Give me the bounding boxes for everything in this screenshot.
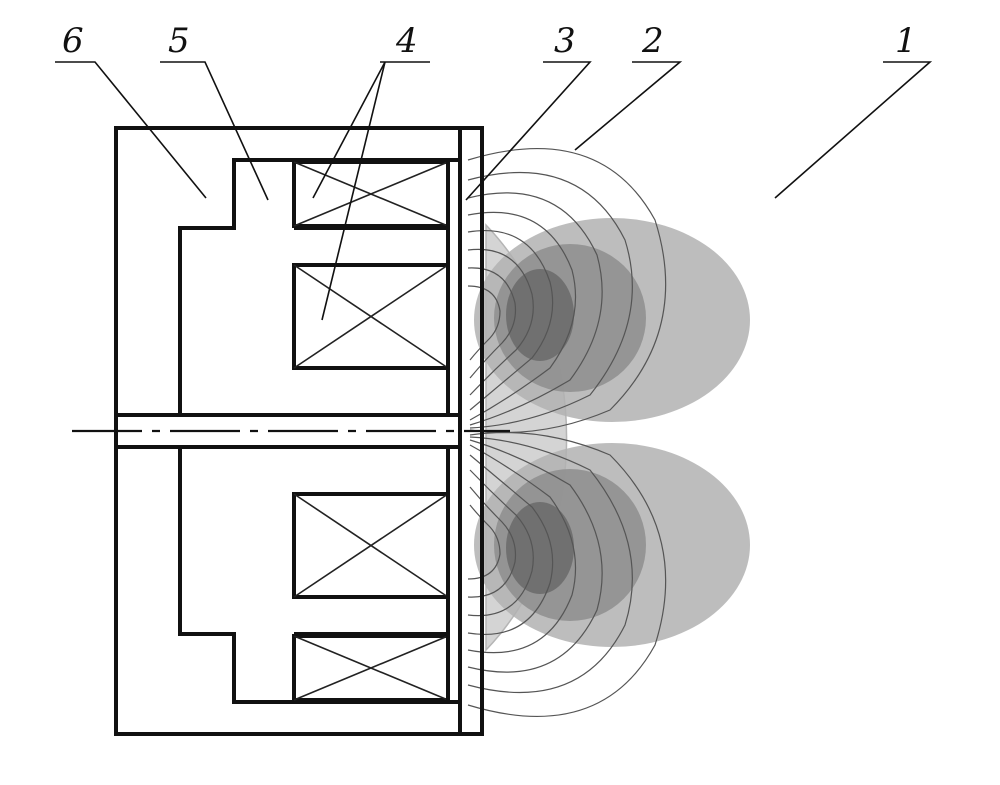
label-2: 2: [641, 21, 664, 61]
coil-lower-small: [292, 634, 450, 702]
coil-upper-small: [292, 160, 450, 228]
field-lines-lower: [467, 431, 667, 717]
lower-core: [178, 447, 460, 704]
field-lines-upper: [467, 148, 667, 434]
field-zones: [474, 218, 750, 652]
upper-zone-core: [506, 269, 574, 361]
upper-core: [178, 158, 460, 415]
pole-plate: [446, 128, 462, 734]
leader-lines: [55, 61, 933, 321]
coil-upper-large: [292, 263, 450, 370]
label-4: 4: [395, 21, 418, 61]
label-6: 6: [62, 21, 84, 61]
label-1: 1: [895, 21, 917, 61]
coil-lower-large: [292, 492, 450, 599]
label-3: 3: [554, 21, 576, 61]
label-5: 5: [168, 21, 190, 61]
